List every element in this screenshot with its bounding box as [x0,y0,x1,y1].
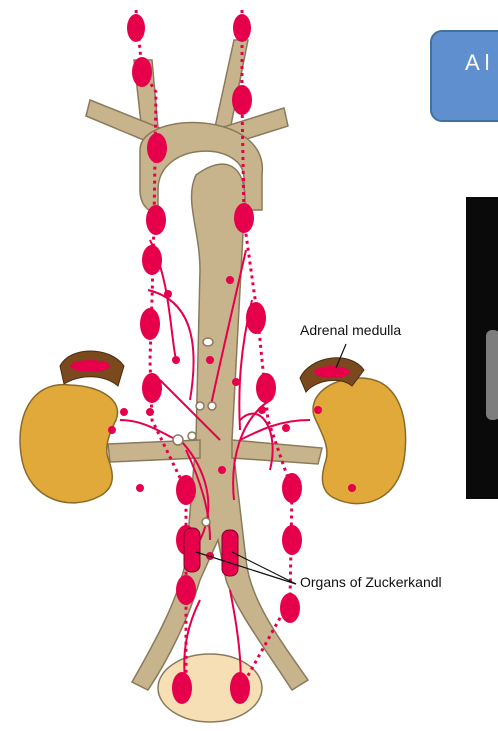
zuckerkandl-organ-left [184,528,200,572]
left-adrenal-medulla [70,360,110,372]
zuckerkandl-organ-right [222,530,238,576]
left-chain-ganglia [127,14,196,704]
left-kidney [20,385,118,503]
label-organs-of-zuckerkandl: Organs of Zuckerkandl [300,574,442,590]
right-kidney [313,378,406,504]
right-adrenal-medulla [314,366,350,378]
label-adrenal-medulla: Adrenal medulla [300,322,401,338]
